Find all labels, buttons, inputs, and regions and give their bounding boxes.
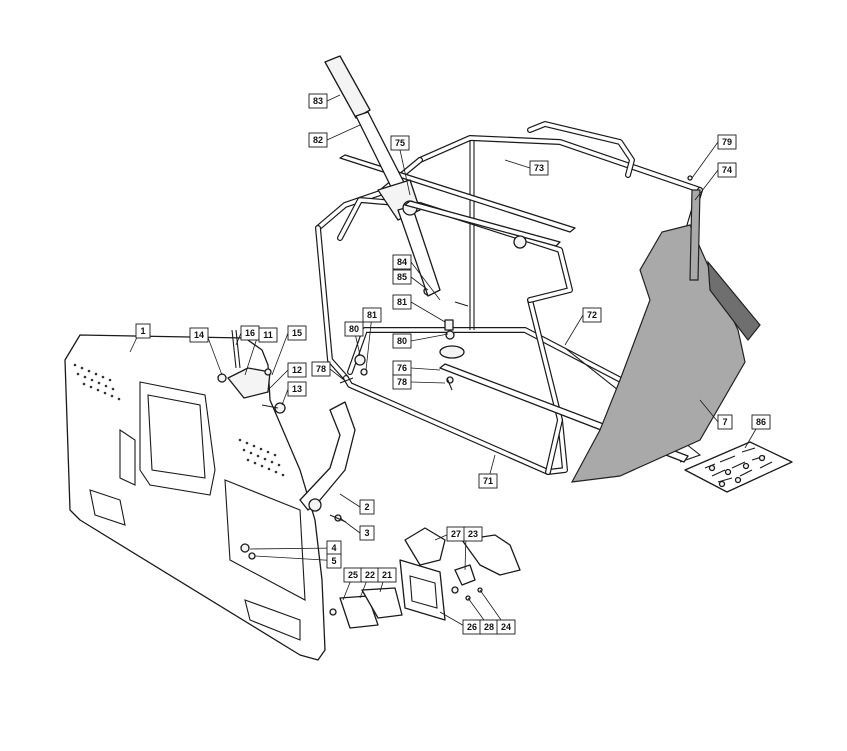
callout-86-text: 86 (756, 417, 766, 427)
perforation-grid (73, 363, 285, 477)
callout-28: 28 (479, 619, 499, 635)
callout-23: 23 (463, 526, 483, 542)
callout-79: 79 (717, 134, 737, 150)
callout-78-right: 78 (392, 374, 412, 390)
callout-3-text: 3 (364, 528, 369, 538)
callout-2-text: 2 (364, 502, 369, 512)
callout-84-text: 84 (397, 257, 407, 267)
callout-11: 11 (258, 327, 278, 343)
bracket-arm (299, 401, 356, 523)
callout-27: 27 (446, 526, 466, 542)
callout-78-left: 78 (311, 361, 331, 377)
callout-16-text: 16 (245, 328, 255, 338)
callout-28-text: 28 (484, 622, 494, 632)
callout-81-upper-text: 81 (397, 297, 407, 307)
callout-15: 15 (287, 325, 307, 341)
callout-labels: 83 82 75 73 79 74 84 85 81 80 81 80 72 7… (135, 93, 771, 635)
callout-15-text: 15 (292, 328, 302, 338)
callout-26: 26 (462, 619, 482, 635)
callout-83-text: 83 (313, 96, 323, 106)
callout-1: 1 (135, 323, 151, 339)
callout-12: 12 (287, 362, 307, 378)
callout-5-text: 5 (331, 556, 336, 566)
callout-75: 75 (390, 135, 410, 151)
callout-72-text: 72 (587, 310, 597, 320)
callout-81-left-text: 81 (367, 310, 377, 320)
grass-bag (570, 189, 761, 483)
callout-21-text: 21 (382, 570, 392, 580)
callout-11-text: 11 (263, 330, 273, 340)
callout-74-text: 74 (722, 165, 732, 175)
callout-2: 2 (359, 499, 375, 515)
callout-21: 21 (377, 567, 397, 583)
callout-86: 86 (751, 414, 771, 430)
callout-27-text: 27 (451, 529, 461, 539)
callout-83: 83 (308, 93, 328, 109)
callout-75-text: 75 (395, 138, 405, 148)
callout-12-text: 12 (292, 365, 302, 375)
callout-73: 73 (529, 160, 549, 176)
callout-82-text: 82 (313, 135, 323, 145)
callout-79-text: 79 (722, 137, 732, 147)
callout-14-text: 14 (194, 330, 204, 340)
callout-85-text: 85 (397, 272, 407, 282)
callout-13-text: 13 (292, 384, 302, 394)
callout-80-left-text: 80 (349, 324, 359, 334)
lift-lever (324, 55, 561, 297)
callout-1-text: 1 (140, 326, 145, 336)
callout-23-text: 23 (468, 529, 478, 539)
callout-16: 16 (240, 325, 260, 341)
callout-74: 74 (717, 162, 737, 178)
callout-5: 5 (326, 553, 342, 569)
callout-7: 7 (717, 414, 733, 430)
callout-22-text: 22 (365, 570, 375, 580)
lower-brackets (329, 527, 521, 629)
callout-73-text: 73 (534, 163, 544, 173)
callout-25-text: 25 (348, 570, 358, 580)
callout-84: 84 (392, 254, 412, 270)
callout-3: 3 (359, 525, 375, 541)
latch-assembly (217, 329, 286, 414)
callout-24: 24 (496, 619, 516, 635)
callout-71-text: 71 (483, 476, 493, 486)
callout-81-upper: 81 (392, 294, 412, 310)
callout-78-left-text: 78 (316, 364, 326, 374)
callout-81-left: 81 (362, 307, 382, 323)
callout-25: 25 (343, 567, 363, 583)
callout-71: 71 (478, 473, 498, 489)
callout-13: 13 (287, 381, 307, 397)
callout-26-text: 26 (467, 622, 477, 632)
callout-4-text: 4 (331, 543, 336, 553)
callout-72: 72 (582, 307, 602, 323)
callout-4: 4 (326, 540, 342, 556)
callout-85: 85 (392, 269, 412, 285)
callout-76-text: 76 (397, 363, 407, 373)
callout-76: 76 (392, 360, 412, 376)
callout-80-right-text: 80 (397, 336, 407, 346)
hardware-kit (684, 441, 793, 493)
callout-24-text: 24 (501, 622, 511, 632)
callout-78-right-text: 78 (397, 377, 407, 387)
callout-14: 14 (189, 327, 209, 343)
callout-80-left: 80 (344, 321, 364, 337)
base-plate (64, 334, 326, 661)
callout-22: 22 (360, 567, 380, 583)
callout-82: 82 (308, 132, 328, 148)
callout-80-right: 80 (392, 333, 412, 349)
leader-lines (129, 94, 761, 628)
callout-7-text: 7 (722, 417, 727, 427)
